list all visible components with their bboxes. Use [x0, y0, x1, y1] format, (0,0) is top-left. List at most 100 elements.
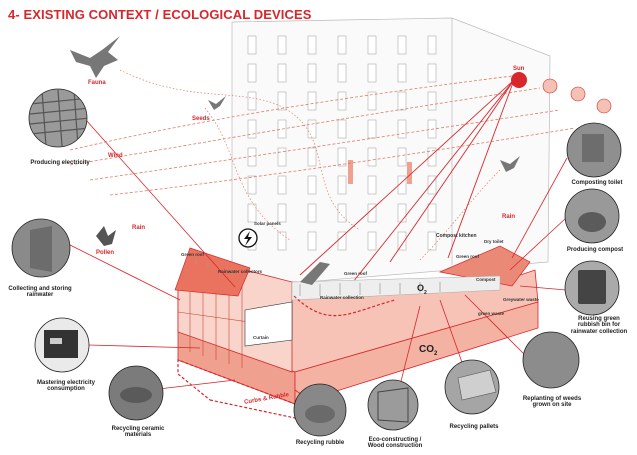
- caption-reusing-bin: Reusing green rubbish bin for rainwater …: [570, 316, 628, 335]
- callout-circle-solar: [28, 88, 88, 148]
- sun-rays: [299, 79, 515, 293]
- callout-circle-wood: [367, 379, 419, 431]
- caption-producing-compost: Producing compost: [566, 247, 624, 253]
- window: [427, 147, 437, 167]
- window: [247, 35, 257, 55]
- window: [397, 35, 407, 55]
- label-seeds: Seeds: [192, 116, 210, 122]
- caption-replanting-weeds: Replanting of weeds grown on site: [522, 396, 582, 409]
- ecological-structure: [174, 245, 539, 419]
- window: [337, 119, 347, 139]
- caption-producing-electricity: Producing electricity: [30, 160, 90, 166]
- window: [337, 147, 347, 167]
- fauna-icons: [70, 36, 520, 246]
- window: [367, 91, 377, 111]
- label-green-waste: green waste: [478, 311, 505, 316]
- label-sun: Sun: [513, 66, 525, 72]
- window: [397, 231, 407, 251]
- window: [427, 91, 437, 111]
- callout-details: [30, 134, 606, 423]
- caption-collecting-rainwater: Collecting and storing rainwater: [8, 286, 72, 299]
- window: [277, 175, 287, 195]
- facade-accents: [348, 160, 412, 184]
- window: [277, 35, 287, 55]
- page-title: 4- EXISTING CONTEXT / ECOLOGICAL DEVICES: [8, 7, 312, 22]
- window: [277, 63, 287, 83]
- butterfly-icon: [96, 226, 116, 246]
- pigeon-icon: [70, 36, 120, 78]
- window: [427, 203, 437, 223]
- label-fauna: Fauna: [88, 80, 106, 86]
- label-dry-toilet: Dry toilet: [484, 239, 504, 244]
- wind-lines: [69, 74, 576, 196]
- label-o2: O2: [417, 283, 427, 296]
- window: [307, 175, 317, 195]
- window: [367, 147, 377, 167]
- label-co2: CO2: [419, 344, 438, 357]
- label-green-roof-mid: Green roof: [344, 271, 368, 276]
- caption-composting-toilet: Composting toilet: [571, 180, 623, 186]
- window: [427, 35, 437, 55]
- window: [367, 231, 377, 251]
- window: [247, 91, 257, 111]
- label-greywater-waste: Greywater waste: [503, 297, 539, 302]
- caption-recycling-ceramic: Recycling ceramic materials: [111, 426, 165, 439]
- window: [307, 91, 317, 111]
- window: [397, 91, 407, 111]
- window: [337, 231, 347, 251]
- window: [247, 203, 257, 223]
- caption-eco-constructing: Eco-constructing / Wood construction: [367, 437, 423, 450]
- label-rainwater-collectors: Rainwater collectors: [218, 269, 263, 274]
- window: [247, 175, 257, 195]
- window: [397, 147, 407, 167]
- window: [307, 231, 317, 251]
- window: [277, 147, 287, 167]
- label-rain-right: Rain: [502, 214, 516, 220]
- window: [427, 63, 437, 83]
- window: [307, 147, 317, 167]
- lightning-icon: [238, 228, 258, 248]
- window: [367, 63, 377, 83]
- label-green-roof-right: Green roof: [456, 254, 480, 259]
- bird-icon: [208, 96, 226, 110]
- window: [337, 175, 347, 195]
- window: [367, 175, 377, 195]
- label-rainwater-collection: Rainwater collection: [320, 295, 364, 300]
- window: [307, 35, 317, 55]
- window: [307, 119, 317, 139]
- window: [367, 119, 377, 139]
- callout-circle-weeds: [522, 331, 580, 389]
- window: [277, 203, 287, 223]
- caption-mastering-electricity: Mastering electricity consumption: [36, 380, 96, 393]
- window: [337, 63, 347, 83]
- label-green-roof-left: Green roof: [181, 252, 205, 257]
- label-compost: Compost: [476, 277, 496, 282]
- label-pollen: Pollen: [96, 250, 115, 256]
- window: [337, 35, 347, 55]
- window: [427, 231, 437, 251]
- window: [427, 175, 437, 195]
- window: [277, 231, 287, 251]
- label-compost-kitchen: Compost kitchen: [436, 233, 477, 239]
- window: [337, 91, 347, 111]
- window: [397, 63, 407, 83]
- building-windows: [247, 35, 437, 251]
- window: [397, 175, 407, 195]
- window: [337, 203, 347, 223]
- label-curtain: Curtain: [253, 335, 269, 340]
- window: [277, 91, 287, 111]
- label-wind: Wind: [108, 153, 123, 159]
- window: [307, 203, 317, 223]
- window: [367, 35, 377, 55]
- caption-recycling-rubble: Recycling rubble: [295, 440, 345, 446]
- window: [247, 119, 257, 139]
- label-solar-panels: Solar panels: [254, 221, 281, 226]
- window: [397, 119, 407, 139]
- label-rain-left: Rain: [132, 225, 146, 231]
- bird-right-icon: [500, 156, 520, 172]
- window: [247, 147, 257, 167]
- window: [307, 63, 317, 83]
- fauna-paths: [119, 69, 501, 261]
